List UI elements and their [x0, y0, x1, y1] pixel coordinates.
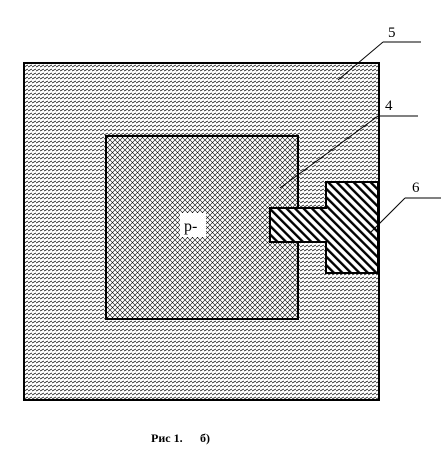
callout-4: 4	[385, 98, 393, 114]
callout-6: 6	[412, 180, 420, 196]
callout-5: 5	[388, 25, 396, 41]
figure-caption: Рис 1.	[151, 431, 183, 445]
figure-panel-label: б)	[200, 431, 210, 445]
region-label-background	[180, 213, 206, 237]
leader-line-5	[337, 41, 384, 81]
leader-line-4	[279, 115, 379, 189]
leader-line-6	[370, 197, 406, 233]
contact-region	[269, 181, 379, 274]
region-label: p-	[184, 218, 197, 235]
